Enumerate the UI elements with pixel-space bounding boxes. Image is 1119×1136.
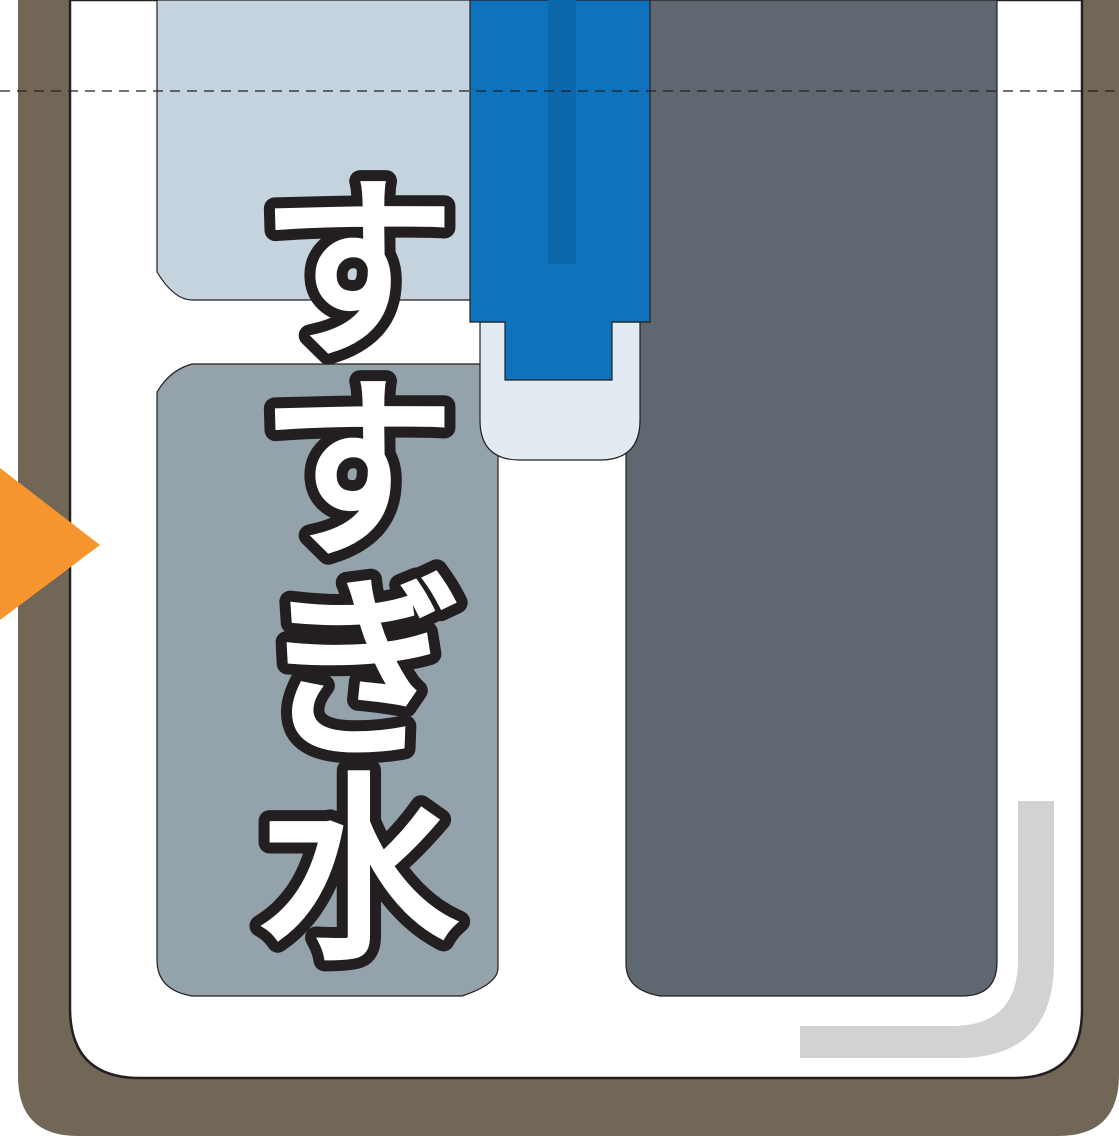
main-tank (625, 0, 998, 997)
right-pointing-triangle-icon (0, 468, 100, 620)
drain-pipe (800, 801, 1054, 1058)
rinse-water-compartment (156, 363, 499, 997)
upper-compartment (156, 0, 479, 301)
probe-inner-stripe (548, 0, 576, 264)
